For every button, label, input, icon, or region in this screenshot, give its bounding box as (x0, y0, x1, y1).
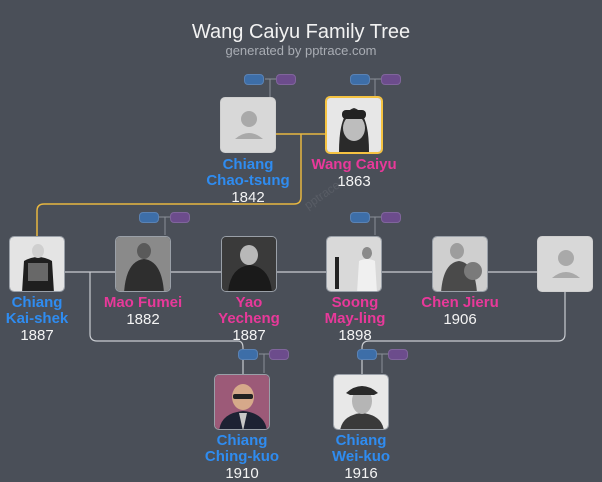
mother-link-button[interactable] (276, 74, 296, 85)
father-link-button[interactable] (238, 349, 258, 360)
person-year: 1916 (344, 465, 378, 482)
person-photo-chiang-kai-shek[interactable] (9, 236, 65, 292)
person-name-chiang-kai-shek[interactable]: Chiang Kai-shek (5, 294, 69, 327)
father-link-button[interactable] (357, 349, 377, 360)
person-photo-chiang-chao-tsung[interactable] (220, 97, 276, 153)
person-year: 1887 (20, 327, 54, 344)
mother-link-button[interactable] (388, 349, 408, 360)
mother-link-button[interactable] (381, 74, 401, 85)
person-photo-mao-fumei[interactable] (115, 236, 171, 292)
father-link-button[interactable] (244, 74, 264, 85)
person-year: 1863 (337, 173, 371, 190)
person-name-yao-yecheng[interactable]: Yao Yecheng (218, 294, 280, 327)
person-photo-yao-yecheng[interactable] (221, 236, 277, 292)
portrait-image (433, 237, 487, 291)
person-year: 1910 (225, 465, 259, 482)
page-subtitle: generated by pptrace.com (225, 43, 377, 58)
father-link-button[interactable] (350, 212, 370, 223)
person-year: 1882 (126, 311, 160, 328)
person-photo-chiang-ching-kuo[interactable] (214, 374, 270, 430)
person-placeholder-icon (552, 250, 580, 278)
father-link-button[interactable] (350, 74, 370, 85)
person-photo-unknown-spouse[interactable] (537, 236, 593, 292)
person-photo-soong-may-ling[interactable] (326, 236, 382, 292)
person-year: 1898 (338, 327, 372, 344)
person-name-chiang-chao-tsung[interactable]: Chiang Chao-tsung (206, 156, 290, 189)
page-title: Wang Caiyu Family Tree (191, 21, 411, 43)
person-photo-wang-caiyu[interactable] (325, 96, 383, 154)
father-link-button[interactable] (139, 212, 159, 223)
portrait-image (116, 237, 170, 291)
mother-link-button[interactable] (269, 349, 289, 360)
person-placeholder-icon (235, 111, 263, 139)
mother-link-button[interactable] (381, 212, 401, 223)
person-year: 1906 (443, 311, 477, 328)
person-photo-chiang-wei-kuo[interactable] (333, 374, 389, 430)
person-photo-chen-jieru[interactable] (432, 236, 488, 292)
portrait-image (334, 375, 388, 429)
person-name-chiang-ching-kuo[interactable]: Chiang Ching-kuo (204, 432, 280, 465)
person-year: 1887 (232, 327, 266, 344)
person-name-soong-may-ling[interactable]: Soong May-ling (324, 294, 386, 327)
person-year: 1842 (231, 189, 265, 206)
person-name-mao-fumei[interactable]: Mao Fumei (103, 294, 183, 311)
portrait-image (10, 237, 64, 291)
person-name-wang-caiyu[interactable]: Wang Caiyu (311, 156, 397, 173)
portrait-image (327, 98, 381, 152)
person-name-chen-jieru[interactable]: Chen Jieru (421, 294, 499, 311)
portrait-image (215, 375, 269, 429)
portrait-image (222, 237, 276, 291)
person-name-chiang-wei-kuo[interactable]: Chiang Wei-kuo (331, 432, 391, 465)
mother-link-button[interactable] (170, 212, 190, 223)
portrait-image (327, 237, 381, 291)
